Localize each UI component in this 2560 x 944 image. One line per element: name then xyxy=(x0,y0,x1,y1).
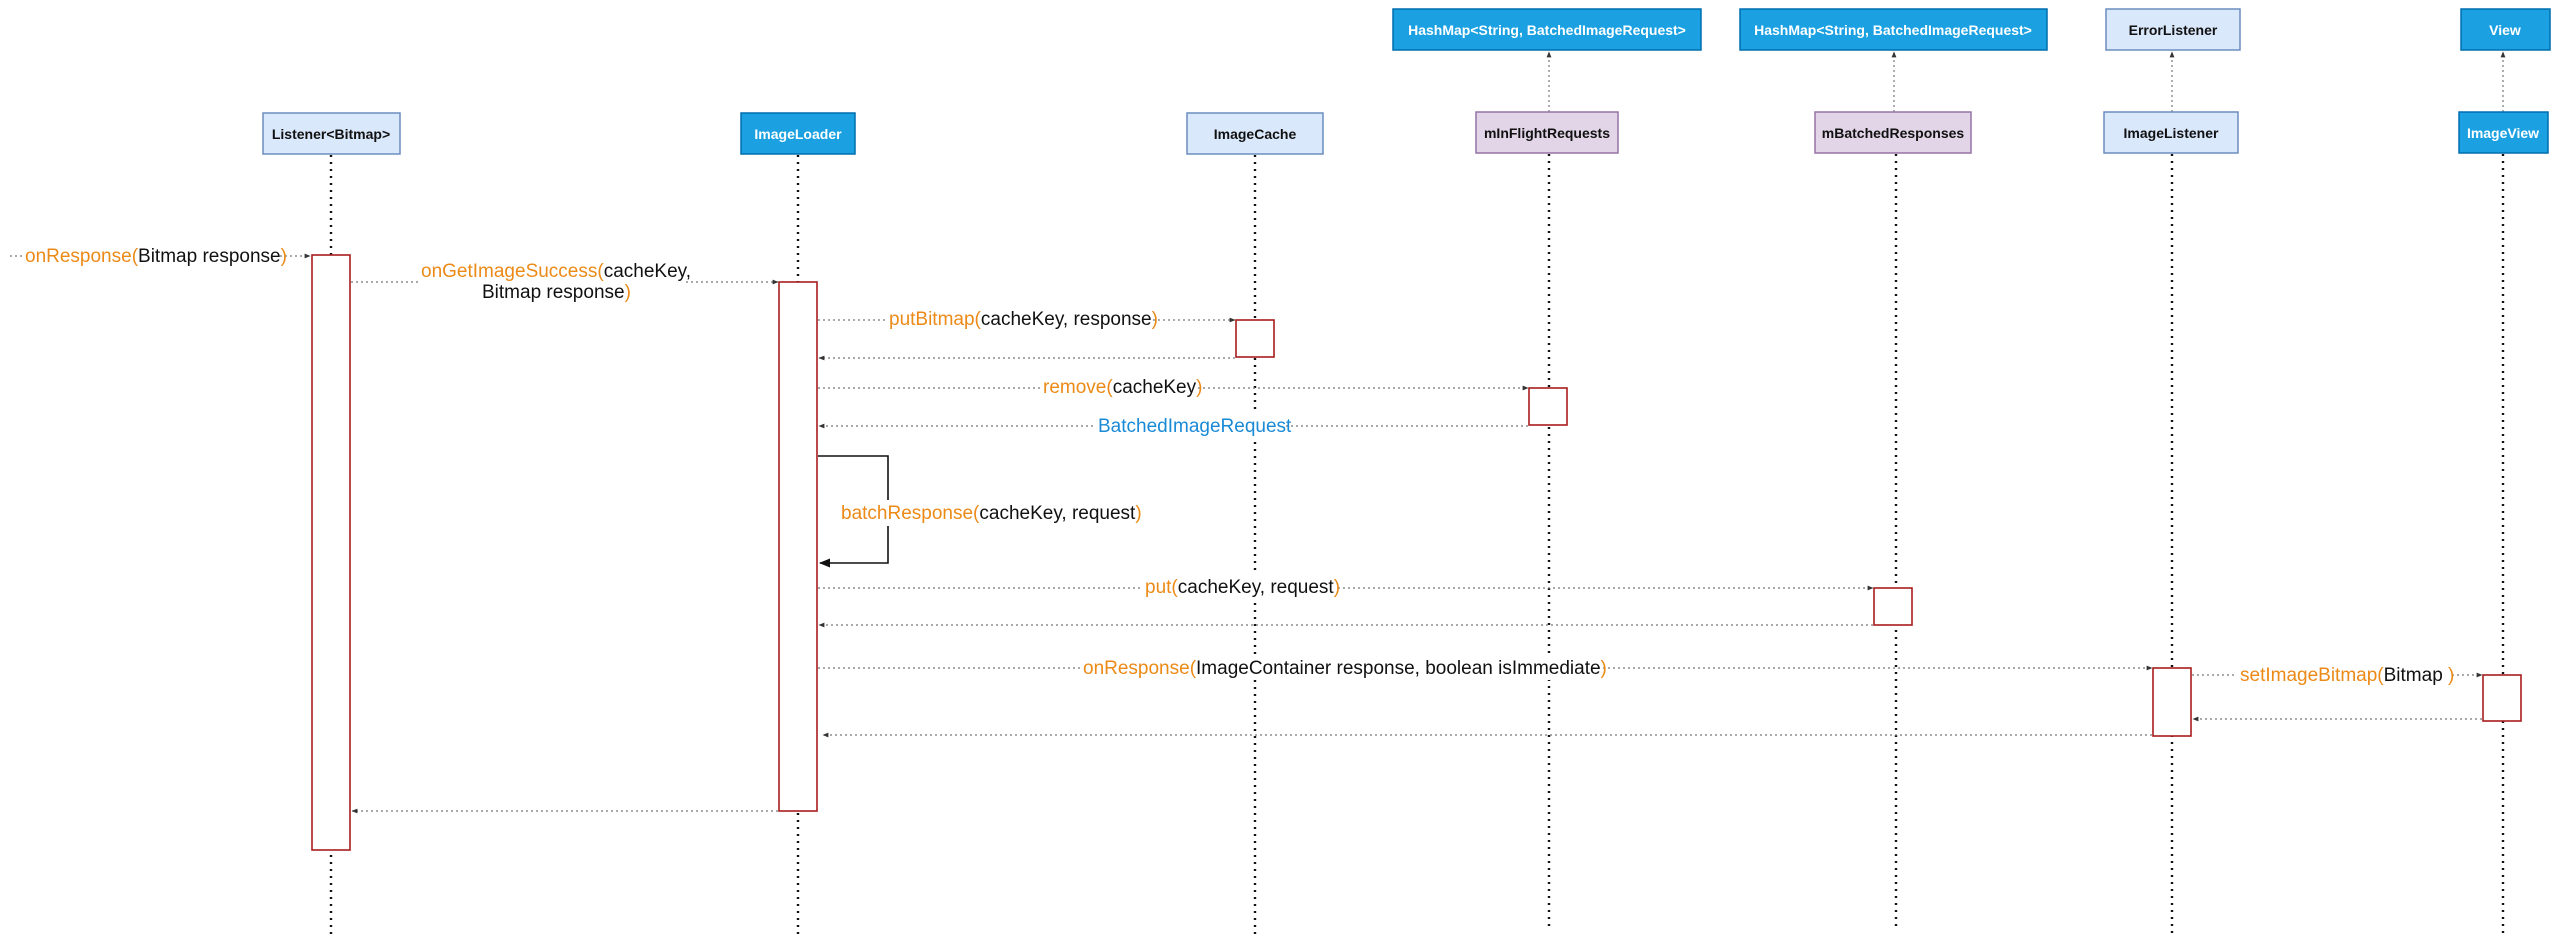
on-get-image-success-line2: Bitmap response) xyxy=(482,282,631,303)
activation-inflight-requests xyxy=(1528,387,1568,426)
on-get-image-success-method: onGetImageSuccess xyxy=(421,261,597,282)
view-type-box: View xyxy=(2460,8,2551,51)
message-incoming-on-response: onResponse(Bitmap response) xyxy=(10,242,311,268)
participant-image-listener: ImageListener xyxy=(2103,111,2239,154)
inflight-map-type-label: HashMap<String, BatchedImageRequest> xyxy=(1408,22,1686,38)
put-bitmap-label: putBitmap(cacheKey, response) xyxy=(889,309,1158,330)
participant-batched-responses-label: mBatchedResponses xyxy=(1822,125,1965,141)
participant-image-loader: ImageLoader xyxy=(740,112,856,155)
inflight-map-type-box: HashMap<String, BatchedImageRequest> xyxy=(1392,8,1702,51)
message-remove: remove(cacheKey) xyxy=(818,374,1529,400)
on-response-container-label: onResponse(ImageContainer response, bool… xyxy=(1083,658,1607,679)
participant-listener: Listener<Bitmap> xyxy=(262,112,401,155)
message-on-get-image-success: onGetImageSuccess(cacheKey, Bitmap respo… xyxy=(351,258,779,304)
message-set-image-bitmap: setImageBitmap(Bitmap ) xyxy=(2192,661,2483,687)
message-incoming-label: onResponse(Bitmap response) xyxy=(25,246,287,267)
batched-map-type-label: HashMap<String, BatchedImageRequest> xyxy=(1754,22,2032,38)
message-put-bitmap: putBitmap(cacheKey, response) xyxy=(818,306,1236,332)
activation-image-view xyxy=(2482,674,2522,722)
incoming-args: Bitmap response xyxy=(138,246,281,267)
participant-image-loader-label: ImageLoader xyxy=(754,126,842,142)
message-on-response-container: onResponse(ImageContainer response, bool… xyxy=(818,654,2153,680)
error-listener-type-box: ErrorListener xyxy=(2105,8,2241,51)
message-batch-response: batchResponse(cacheKey, request) xyxy=(818,455,1142,568)
batched-map-type-box: HashMap<String, BatchedImageRequest> xyxy=(1739,8,2048,51)
inheritance-connectors xyxy=(1546,51,2506,112)
remove-label: remove(cacheKey) xyxy=(1043,377,1202,398)
participant-image-view-label: ImageView xyxy=(2467,125,2539,141)
lifelines xyxy=(329,154,2505,935)
activation-image-listener xyxy=(2152,667,2192,737)
return-remove: BatchedImageRequest xyxy=(818,413,1528,439)
incoming-method: onResponse xyxy=(25,246,132,267)
set-image-bitmap-label: setImageBitmap(Bitmap ) xyxy=(2240,665,2454,686)
participant-image-cache: ImageCache xyxy=(1186,112,1324,155)
put-label: put(cacheKey, request) xyxy=(1145,577,1340,598)
activation-bars xyxy=(311,254,2522,851)
on-get-image-success-line1: onGetImageSuccess(cacheKey, xyxy=(421,261,691,282)
participant-listener-label: Listener<Bitmap> xyxy=(272,126,390,142)
participant-image-view: ImageView xyxy=(2458,111,2549,154)
participant-inflight-requests-label: mInFlightRequests xyxy=(1484,125,1610,141)
error-listener-type-label: ErrorListener xyxy=(2129,22,2218,38)
activation-image-cache xyxy=(1235,319,1275,358)
participant-batched-responses: mBatchedResponses xyxy=(1814,111,1972,154)
batch-response-label: batchResponse(cacheKey, request) xyxy=(841,503,1142,524)
remove-return-label: BatchedImageRequest xyxy=(1098,416,1292,437)
participant-image-cache-label: ImageCache xyxy=(1214,126,1297,142)
view-type-label: View xyxy=(2489,22,2521,38)
participant-image-listener-label: ImageListener xyxy=(2124,125,2219,141)
message-put: put(cacheKey, request) xyxy=(818,574,1874,600)
activation-image-loader xyxy=(778,281,818,812)
activation-listener xyxy=(311,254,351,851)
activation-batched-responses xyxy=(1873,587,1913,626)
participant-inflight-requests: mInFlightRequests xyxy=(1475,111,1619,154)
